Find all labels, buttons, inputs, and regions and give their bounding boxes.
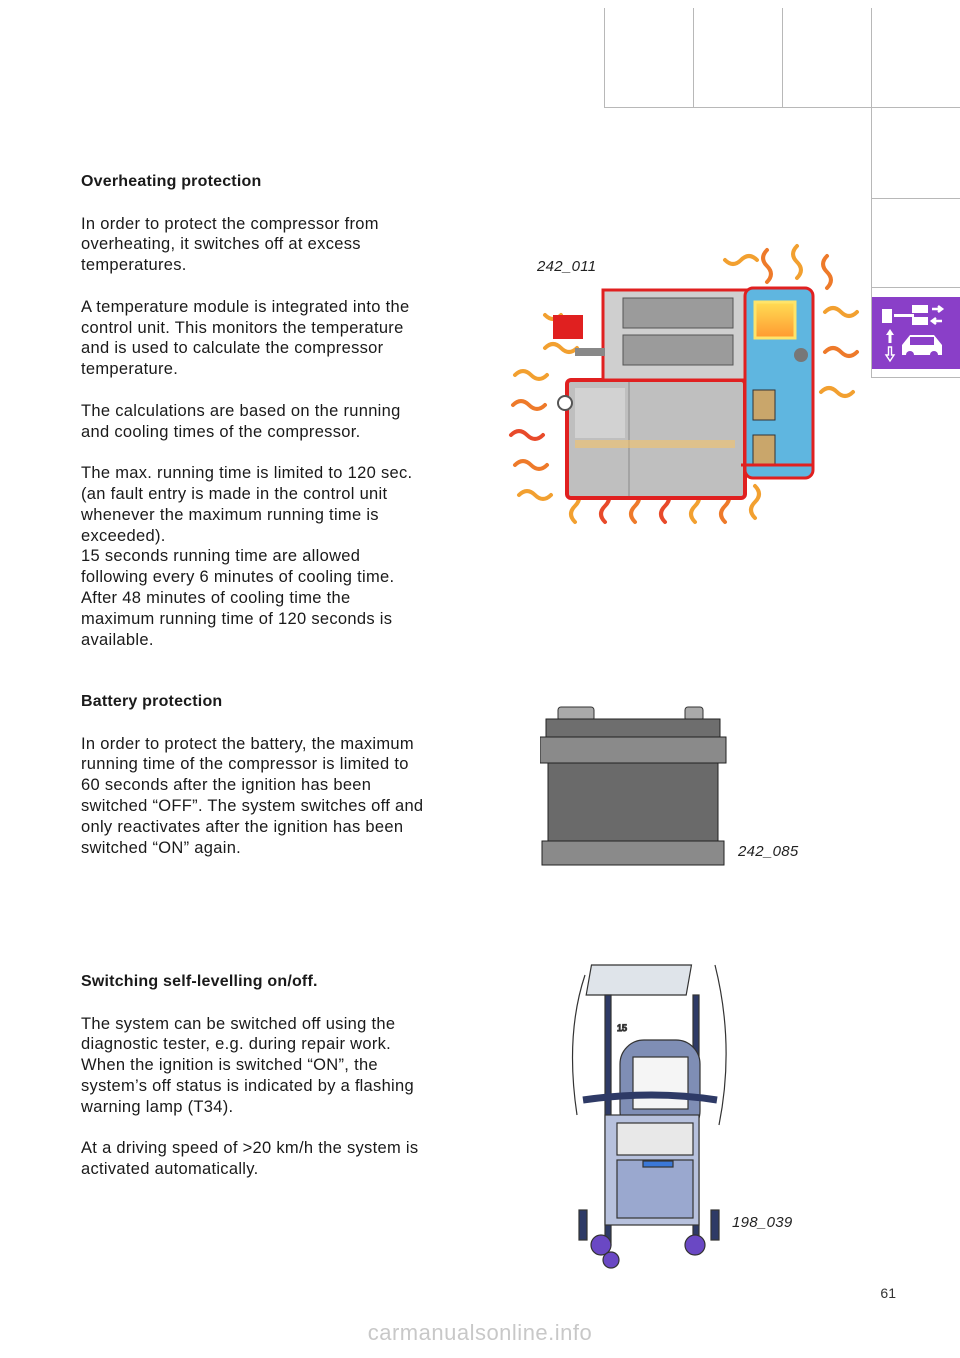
chapter-tab[interactable] — [872, 297, 960, 369]
paragraph: The max. running time is limited to 120 … — [81, 464, 413, 649]
car-level-icon — [902, 335, 942, 359]
figure-caption: 198_039 — [732, 1214, 793, 1231]
chassis-control-icon — [882, 305, 945, 363]
diagnostic-tester-illustration: 15 — [565, 945, 735, 1270]
watermark: carmanualsonline.info — [367, 1320, 593, 1345]
switching-section: Switching self-levelling on/off. The sys… — [81, 972, 461, 1201]
overheating-section: Overheating protection In order to prote… — [81, 172, 461, 671]
nav-grid-line — [871, 8, 872, 378]
section-heading: Battery protection — [81, 693, 223, 710]
nav-grid-line — [871, 198, 960, 199]
battery-illustration — [539, 705, 730, 870]
section-heading: Overheating protection — [81, 173, 262, 190]
nav-grid-line — [871, 287, 960, 288]
tester-label: 15 — [617, 1023, 627, 1033]
nav-grid-line — [782, 8, 783, 108]
figure-caption: 242_011 — [537, 258, 597, 275]
battery-section: Battery protection In order to protect t… — [81, 692, 461, 879]
nav-grid-line — [604, 107, 960, 108]
paragraph: In order to protect the compressor from … — [81, 214, 379, 275]
compressor-illustration — [505, 240, 865, 530]
figure-caption: 242_085 — [738, 843, 799, 860]
section-heading: Switching self-levelling on/off. — [81, 973, 318, 990]
paragraph: In order to protect the battery, the max… — [81, 734, 424, 857]
nav-grid-line — [604, 8, 605, 108]
page-number: 61 — [880, 1285, 896, 1301]
paragraph: The calculations are based on the runnin… — [81, 401, 401, 441]
nav-grid-line — [871, 377, 960, 378]
nav-grid-line — [693, 8, 694, 108]
paragraph: At a driving speed of >20 km/h the syste… — [81, 1139, 419, 1179]
paragraph: The system can be switched off using the… — [81, 1014, 414, 1116]
paragraph: A temperature module is integrated into … — [81, 297, 410, 379]
